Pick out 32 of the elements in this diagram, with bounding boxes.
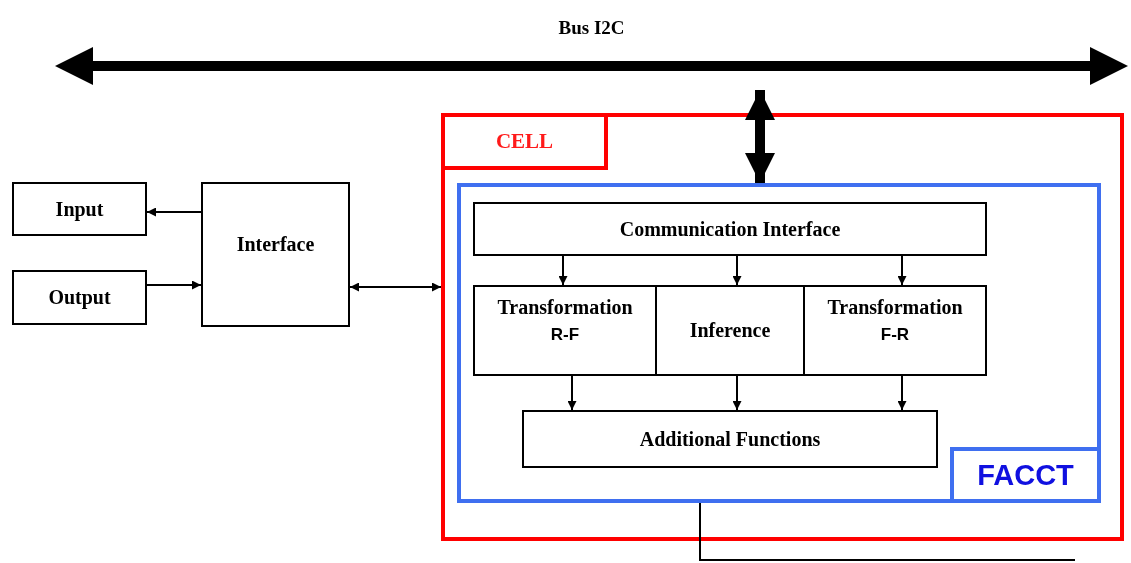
arrow	[146, 280, 202, 290]
process-box	[473, 202, 987, 256]
box-label: Output	[48, 285, 111, 310]
process-box	[12, 182, 147, 236]
box-label: Interface	[236, 232, 315, 257]
arrow	[558, 255, 568, 286]
process-box	[201, 182, 350, 327]
process-box	[655, 285, 805, 376]
arrow	[897, 375, 907, 411]
box-label: Additional Functions	[639, 426, 821, 452]
box-label: Transformation	[497, 295, 633, 320]
bus-label: Bus I2C	[558, 16, 625, 40]
process-box	[522, 410, 938, 468]
arrow	[745, 90, 775, 183]
box-label: Input	[55, 196, 104, 222]
arrow	[897, 255, 907, 286]
box-label: Transformation	[827, 295, 963, 320]
process-box	[12, 270, 147, 325]
arrow	[567, 375, 577, 411]
arrow	[349, 282, 442, 292]
connector-line	[699, 502, 1076, 561]
arrow	[732, 375, 742, 411]
box-label: R-F	[550, 324, 580, 346]
arrow	[732, 255, 742, 286]
box-label: Communication Interface	[619, 216, 841, 242]
process-box	[803, 285, 987, 376]
box-label: F-R	[880, 324, 910, 346]
cell-frame	[441, 113, 1124, 541]
facct-frame	[457, 183, 1101, 503]
arrow	[146, 207, 202, 217]
box-label: Inference	[689, 318, 771, 343]
process-box	[473, 285, 657, 376]
